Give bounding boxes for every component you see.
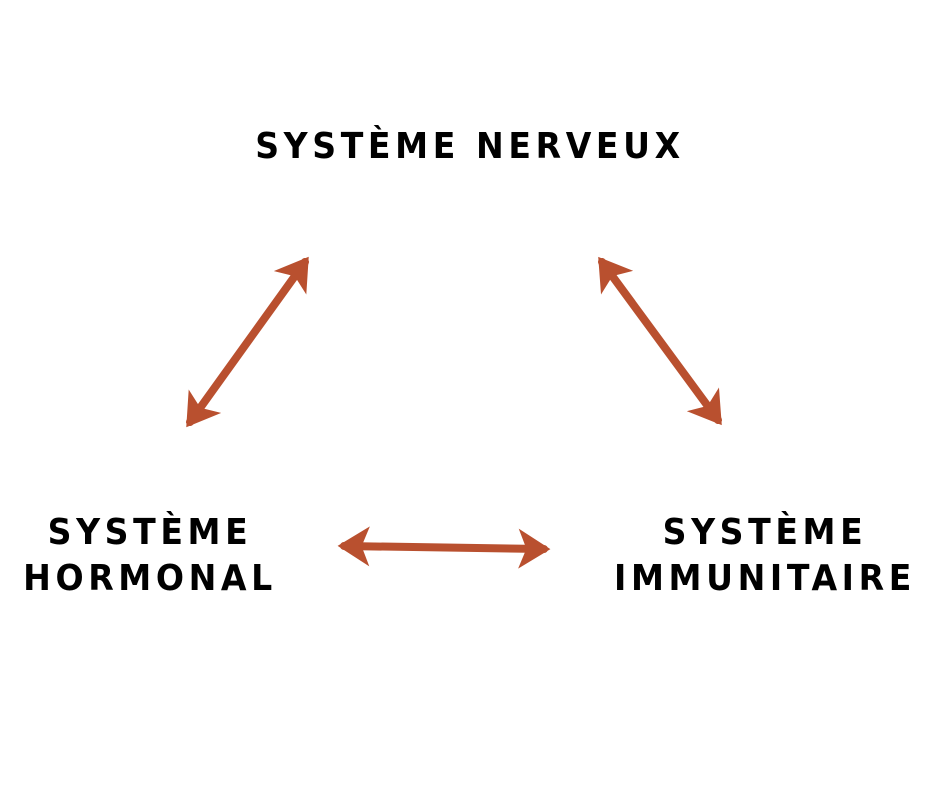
node-hormonal-line2: HORMONAL [23, 558, 277, 599]
node-systeme-hormonal: SYSTÈME HORMONAL [21, 510, 279, 602]
node-systeme-nerveux: SYSTÈME NERVEUX [255, 126, 685, 167]
arrow-hormonal-immunitaire [337, 526, 551, 569]
arrow-nerveux-hormonal [186, 256, 309, 428]
node-hormonal-line1: SYSTÈME [47, 512, 253, 553]
node-systeme-immunitaire: SYSTÈME IMMUNITAIRE [613, 510, 917, 602]
node-immunitaire-line2: IMMUNITAIRE [614, 558, 916, 599]
arrow-nerveux-immunitaire [598, 256, 722, 426]
node-immunitaire-line1: SYSTÈME [662, 512, 868, 553]
